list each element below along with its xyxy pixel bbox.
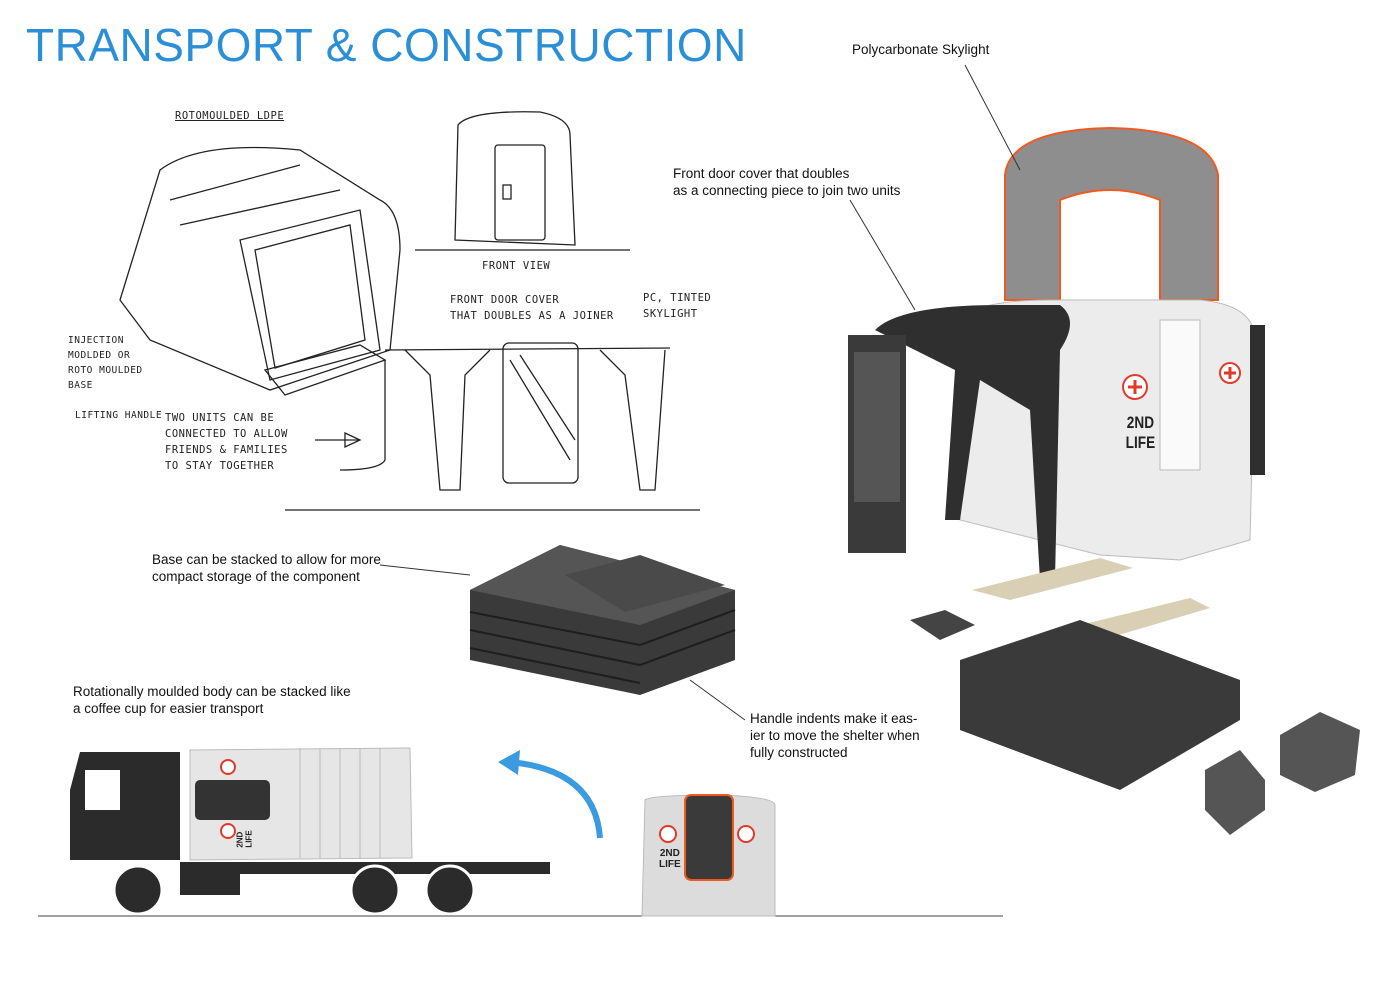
sketch-front-view <box>415 111 630 251</box>
stacked-unit-front <box>641 794 776 917</box>
sketch-section <box>285 342 700 511</box>
truck-illustration <box>70 747 550 916</box>
note-front-view: FRONT VIEW <box>482 260 551 272</box>
note-lifting: LIFTING HANDLE <box>75 410 163 421</box>
note-rotomoulded: ROTOMOULDED LDPE <box>175 110 285 122</box>
caption-handle: Handle indents make it eas-ier to move t… <box>750 711 920 760</box>
leader-line <box>964 64 1021 171</box>
skylight-part <box>1004 126 1219 301</box>
caption-body-stack: Rotationally moulded body can be stacked… <box>73 684 351 716</box>
leader-line <box>689 679 746 721</box>
curved-arrow <box>509 759 603 839</box>
stacked-bases <box>469 545 736 695</box>
page-title: TRANSPORT & CONSTRUCTION <box>26 19 747 71</box>
caption-skylight: Polycarbonate Skylight <box>852 42 990 57</box>
sketch-shelter-perspective <box>119 146 401 396</box>
shelter-body <box>848 299 1265 580</box>
leader-line <box>849 199 916 311</box>
leader-line <box>379 564 471 576</box>
base-part <box>910 610 1360 835</box>
